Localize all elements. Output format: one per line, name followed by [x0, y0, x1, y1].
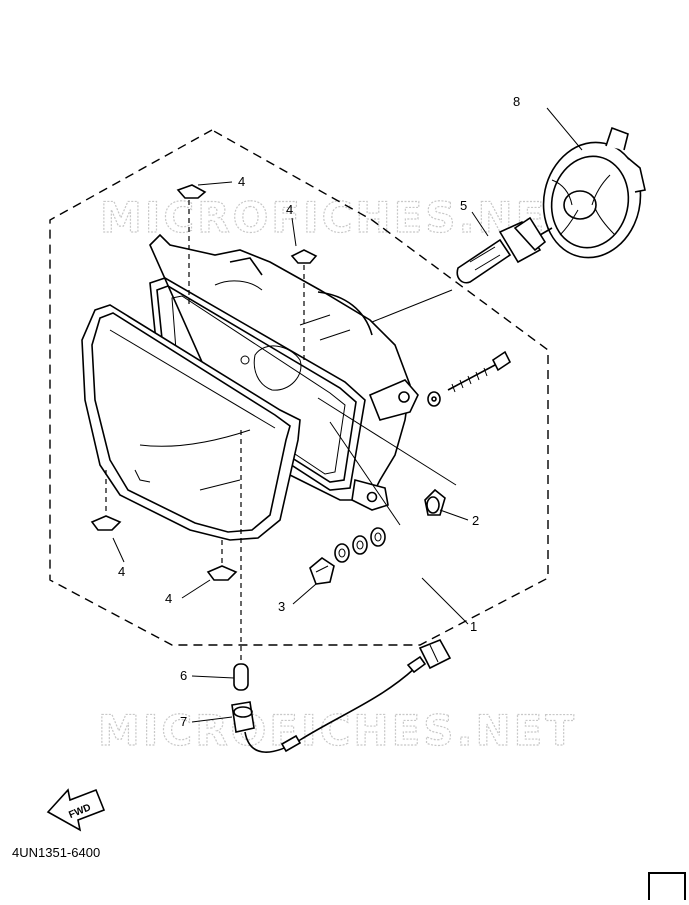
bulb-cover-part-6	[542, 126, 646, 259]
adjusting-screw	[427, 350, 512, 407]
leader-4d	[181, 579, 211, 599]
callout-5: 5	[460, 198, 467, 213]
callout-4-top-mid: 4	[286, 202, 293, 217]
callout-1: 1	[470, 619, 477, 634]
callout-7: 6	[180, 668, 187, 683]
leader-7	[191, 675, 235, 679]
clip-top-left	[176, 184, 207, 199]
align-line-washers	[329, 421, 401, 526]
align-line-bulb	[371, 289, 453, 323]
leader-4b	[291, 217, 297, 247]
leader-4a	[197, 181, 233, 186]
bulb-part-5	[456, 216, 553, 284]
assembly-boundary	[49, 129, 549, 646]
clip-bottom-mid	[206, 565, 238, 581]
leader-8	[191, 716, 233, 723]
grommet-part-2	[424, 488, 446, 516]
socket-part-8	[231, 638, 452, 753]
callout-4-bottom-left: 4	[118, 564, 125, 579]
position-bulb-part-7	[233, 663, 249, 691]
leader-2	[439, 509, 469, 521]
clip-top-mid	[290, 249, 318, 264]
nut-part-3	[309, 557, 335, 585]
part-code: 4UN1351-6400	[12, 845, 101, 860]
leader-5	[471, 211, 489, 237]
leader-1	[421, 577, 469, 625]
leader-6	[546, 107, 583, 151]
callout-4-top-left: 4	[238, 174, 245, 189]
watermark-bottom: MICROFICHES.NET	[98, 706, 577, 755]
washers	[334, 527, 386, 563]
headlight-lens	[81, 304, 301, 541]
clip-bottom-left	[90, 515, 122, 531]
corner-mark	[648, 872, 686, 900]
callout-3: 3	[278, 599, 285, 614]
callout-2: 2	[472, 513, 479, 528]
callout-4-bottom-mid: 4	[165, 591, 172, 606]
leader-3	[292, 583, 317, 605]
leader-4c	[112, 537, 125, 563]
callout-8: 7	[180, 714, 187, 729]
align-line-grommet	[317, 397, 457, 486]
callout-6: 8	[513, 94, 520, 109]
fwd-arrow-icon: FWD	[46, 788, 106, 832]
